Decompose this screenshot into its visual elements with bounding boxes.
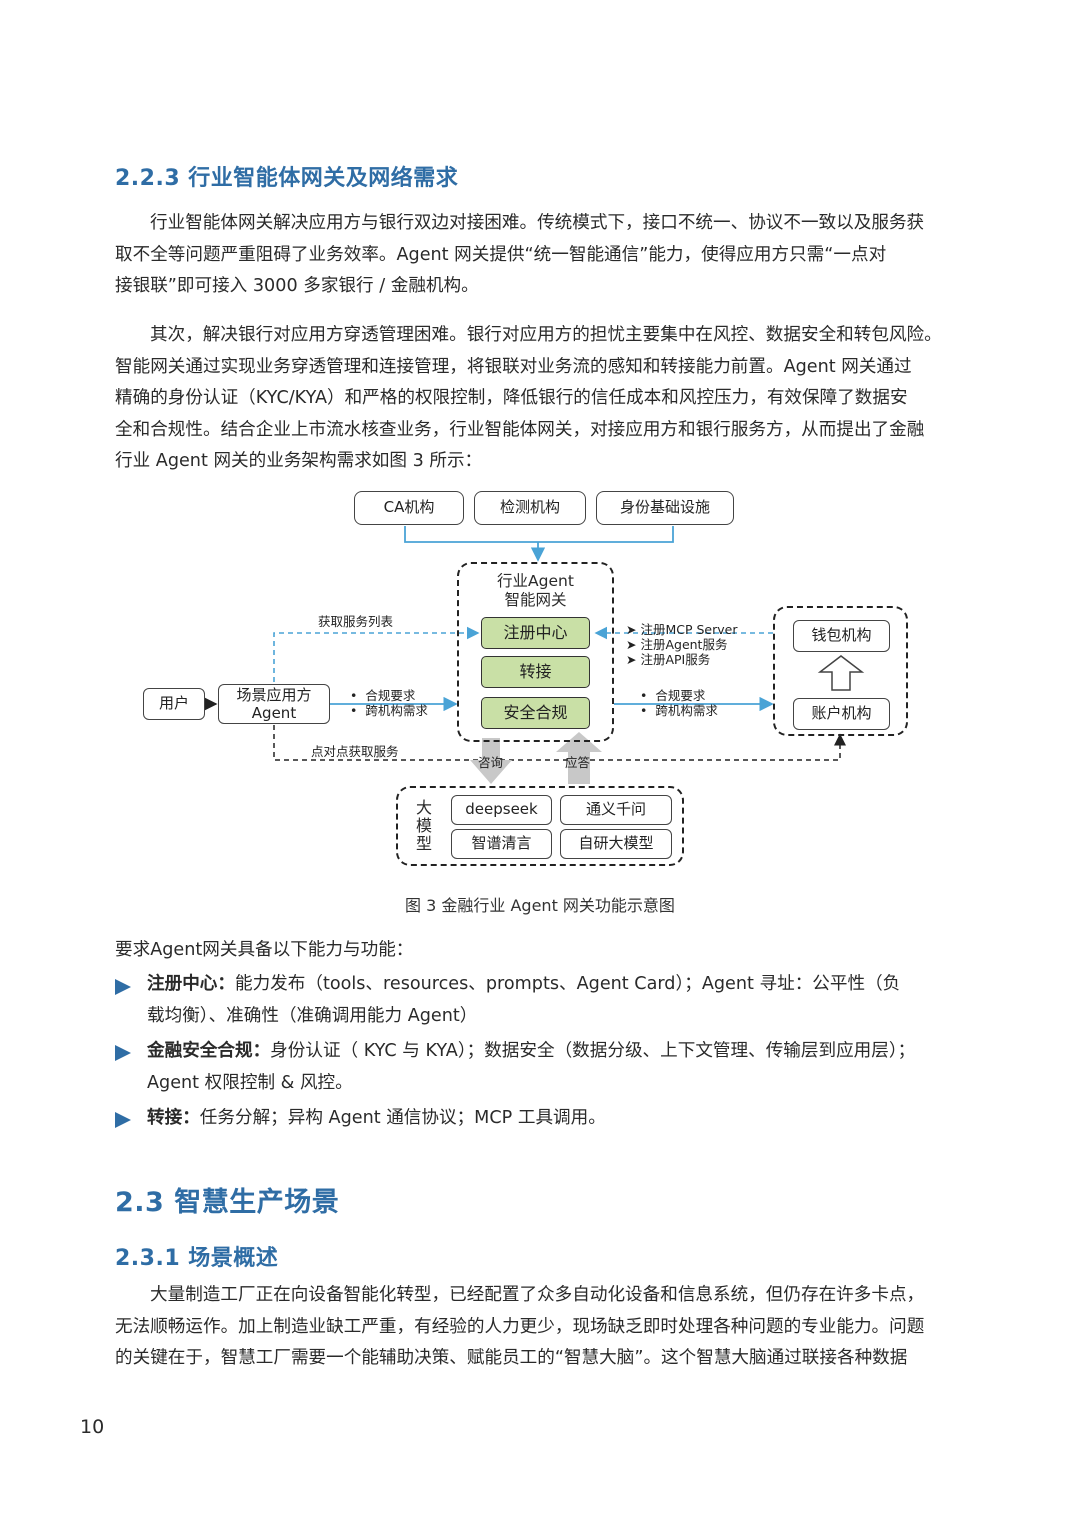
figure-caption: 图 3 金融行业 Agent 网关功能示意图 xyxy=(405,896,675,915)
bullet-text: 任务分解；异构 Agent 通信协议；MCP 工具调用。 xyxy=(199,1108,606,1128)
label-consult: 咨询 xyxy=(478,755,504,770)
paragraph-line: 其次，解决银行对应用方穿透管理困难。银行对应用方的担忧主要集中在风控、数据安全和… xyxy=(150,325,942,345)
scene-app-line: Agent xyxy=(251,704,297,722)
gateway-title: 行业Agent 智能网关 xyxy=(457,572,614,610)
paragraph-line: 接银联”即可接入 3000 多家银行 / 金融机构。 xyxy=(115,276,479,296)
agent-gateway-container xyxy=(457,562,614,742)
requirements-intro: 要求Agent网关具备以下能力与功能： xyxy=(115,940,414,960)
register-item: ➤ 注册Agent服务 xyxy=(626,637,728,652)
paragraph-line: 取不全等问题严重阻碍了业务效率。Agent 网关提供“统一智能通信”能力，使得应… xyxy=(115,244,887,265)
requirement-item: • 跨机构需求 xyxy=(640,703,718,718)
scene-app-agent-box: 场景应用方 Agent xyxy=(218,684,330,724)
label-get-service-list: 获取服务列表 xyxy=(318,614,394,629)
diagram-connectors xyxy=(204,526,865,784)
requirement-item: • 跨机构需求 xyxy=(350,703,428,718)
llm-vertical-label: 大 模 型 xyxy=(414,799,434,853)
bullet-triangle-icon xyxy=(115,979,131,995)
llm-label-char: 型 xyxy=(415,834,432,853)
register-item: ➤ 注册API服务 xyxy=(626,652,711,667)
bullet-title: 注册中心： xyxy=(147,974,235,994)
bullet-triangle-icon xyxy=(115,1045,131,1061)
bullet-transfer: 转接：任务分解；异构 Agent 通信协议；MCP 工具调用。 xyxy=(147,1102,606,1134)
bullet-title: 金融安全合规： xyxy=(147,1041,271,1061)
bullet-text: 身份认证（ KYC 与 KYA）；数据安全（数据分级、上下文管理、传输层到应用层… xyxy=(270,1041,916,1061)
llm-group xyxy=(396,786,684,866)
llm-label-char: 模 xyxy=(415,816,432,835)
paragraph-2: 其次，解决银行对应用方穿透管理困难。银行对应用方的担忧主要集中在风控、数据安全和… xyxy=(115,320,967,478)
wallet-institution-box: 钱包机构 xyxy=(793,620,890,652)
model-tongyi: 通义千问 xyxy=(560,795,672,825)
paragraph-line: 大量制造工厂正在向设备智能化转型，已经配置了众多自动化设备和信息系统，但仍存在许… xyxy=(150,1285,925,1305)
bullet-registry: 注册中心：能力发布（tools、resources、prompts、Agent … xyxy=(147,968,900,1032)
gateway-title-line: 行业Agent xyxy=(497,572,574,590)
bullet-title: 转接： xyxy=(147,1108,200,1128)
page-number: 10 xyxy=(80,1416,105,1438)
paragraph-line: 智能网关通过实现业务穿透管理和连接管理，将银联对业务流的感知和转接能力前置。Ag… xyxy=(115,356,912,377)
module-registry-center: 注册中心 xyxy=(481,617,590,649)
section-heading-2-2-3: 2.2.3 行业智能体网关及网络需求 xyxy=(115,166,459,191)
bullet-text: 能力发布（tools、resources、prompts、Agent Card）… xyxy=(234,974,901,994)
left-requirements: • 合规要求 • 跨机构需求 xyxy=(350,688,428,718)
paragraph-1: 行业智能体网关解决应用方与银行双边对接困难。传统模式下，接口不统一、协议不一致以… xyxy=(115,208,967,303)
model-self-developed: 自研大模型 xyxy=(560,829,672,859)
right-requirements: • 合规要求 • 跨机构需求 xyxy=(640,688,718,718)
model-deepseek: deepseek xyxy=(451,795,552,825)
ca-institution-box: CA机构 xyxy=(354,491,464,525)
testing-institution-box: 检测机构 xyxy=(474,491,586,525)
module-transfer: 转接 xyxy=(481,656,590,688)
register-items: ➤ 注册MCP Server ➤ 注册Agent服务 ➤ 注册API服务 xyxy=(626,622,737,667)
section-heading-2-3: 2.3 智慧生产场景 xyxy=(115,1187,340,1218)
paragraph-line: 全和合规性。结合企业上市流水核查业务，行业智能体网关，对接应用方和银行服务方，从… xyxy=(115,419,925,440)
module-security-compliance: 安全合规 xyxy=(481,697,590,729)
paragraph-line: 行业 Agent 网关的业务架构需求如图 3 所示： xyxy=(115,451,483,471)
paragraph-line: 无法顺畅运作。加上制造业缺工严重，有经验的人力更少，现场缺乏即时处理各种问题的专… xyxy=(115,1316,925,1337)
paragraph-line: 行业智能体网关解决应用方与银行双边对接困难。传统模式下，接口不统一、协议不一致以… xyxy=(150,213,925,233)
label-answer: 应答 xyxy=(565,755,591,770)
label-p2p-service: 点对点获取服务 xyxy=(311,744,399,759)
gateway-title-line: 智能网关 xyxy=(504,591,567,609)
llm-label-char: 大 xyxy=(415,798,432,817)
bullet-triangle-icon xyxy=(115,1112,131,1128)
bullet-text: Agent 权限控制 & 风控。 xyxy=(147,1073,353,1093)
model-zhipu: 智谱清言 xyxy=(451,829,552,859)
gateway-architecture-diagram: CA机构 检测机构 身份基础设施 行业Agent 智能网关 注册中心 转接 安全… xyxy=(143,491,908,866)
institution-group xyxy=(773,606,908,736)
paragraph-line: 精确的身份认证（KYC/KYA）和严格的权限控制，降低银行的信任成本和风控压力，… xyxy=(115,388,908,408)
bullet-text: 载均衡）、准确性（准确调用能力 Agent） xyxy=(147,1006,478,1026)
section-heading-2-3-1: 2.3.1 场景概述 xyxy=(115,1246,279,1271)
bullet-compliance: 金融安全合规：身份认证（ KYC 与 KYA）；数据安全（数据分级、上下文管理、… xyxy=(147,1035,915,1099)
register-item: ➤ 注册MCP Server xyxy=(626,622,738,637)
account-institution-box: 账户机构 xyxy=(793,698,890,730)
requirement-item: • 合规要求 xyxy=(350,688,416,703)
identity-infrastructure-box: 身份基础设施 xyxy=(596,491,734,525)
requirement-item: • 合规要求 xyxy=(640,688,706,703)
paragraph-3: 大量制造工厂正在向设备智能化转型，已经配置了众多自动化设备和信息系统，但仍存在许… xyxy=(115,1280,967,1375)
user-box: 用户 xyxy=(143,688,205,720)
scene-app-line: 场景应用方 xyxy=(236,686,312,704)
paragraph-line: 的关键在于，智慧工厂需要一个能辅助决策、赋能员工的“智慧大脑”。这个智慧大脑通过… xyxy=(115,1348,908,1368)
